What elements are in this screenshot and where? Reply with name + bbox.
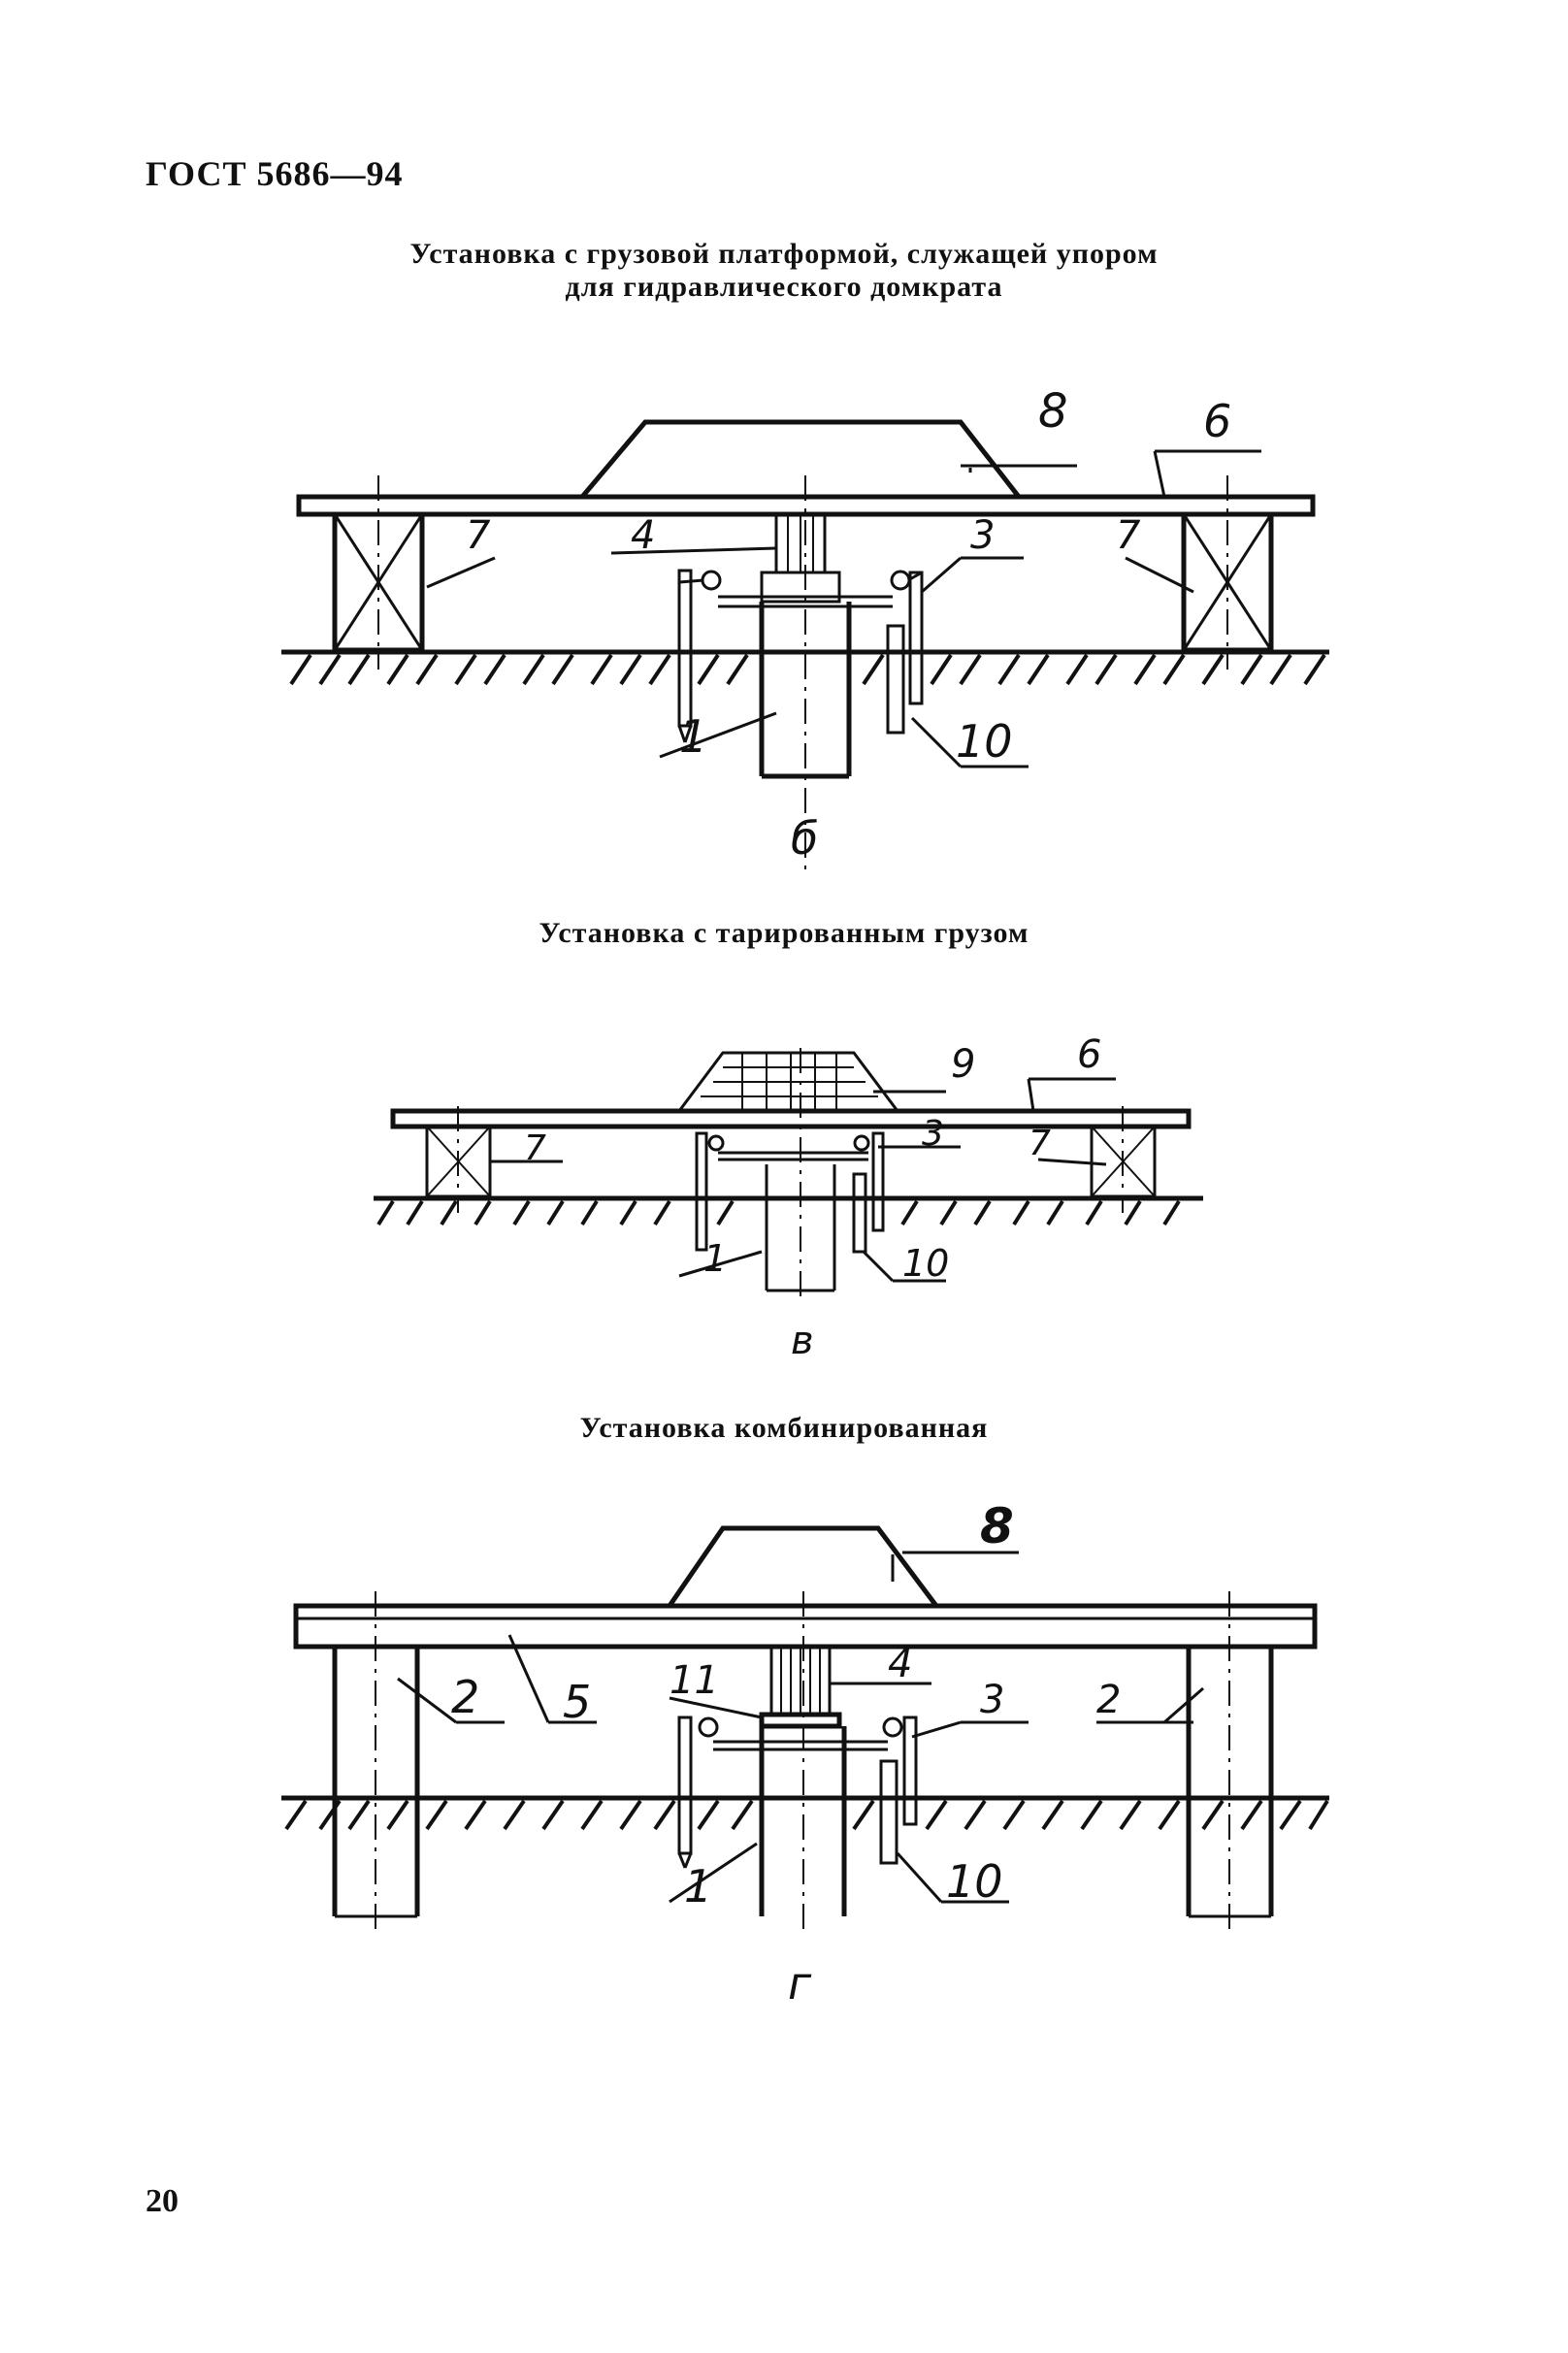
label-1: 1 bbox=[703, 1237, 727, 1280]
label-2-left: 2 bbox=[451, 1671, 479, 1723]
figure-g-diagram: 8 2 5 11 4 3 2 1 10 г bbox=[281, 1498, 1329, 2010]
load-platform-8 bbox=[667, 1525, 938, 1608]
ground-line-b bbox=[281, 649, 1329, 686]
gauge-assembly-3 bbox=[695, 1131, 885, 1252]
label-4: 4 bbox=[888, 1642, 912, 1686]
support-7-right bbox=[1181, 475, 1274, 670]
label-10: 10 bbox=[946, 1855, 1003, 1908]
label-2-right: 2 bbox=[1096, 1678, 1121, 1722]
label-4: 4 bbox=[631, 513, 655, 558]
leader-7-left bbox=[426, 556, 496, 589]
label-7-left: 7 bbox=[466, 513, 491, 558]
page-number: 20 bbox=[146, 2183, 179, 2219]
label-5: 5 bbox=[563, 1676, 591, 1728]
leader-10 bbox=[862, 1250, 895, 1283]
pile-1 bbox=[759, 1591, 847, 1931]
label-6: 6 bbox=[1203, 395, 1231, 447]
leader-2-left bbox=[397, 1677, 457, 1724]
pile-1 bbox=[759, 475, 852, 873]
document-header: ГОСТ 5686—94 bbox=[146, 154, 404, 193]
load-platform-8 bbox=[580, 419, 1021, 499]
reference-post-10 bbox=[879, 1759, 898, 1865]
calibrated-load-9 bbox=[676, 1051, 900, 1113]
leader-5 bbox=[507, 1634, 550, 1723]
leader-10 bbox=[896, 1851, 943, 1904]
label-3: 3 bbox=[922, 1114, 944, 1154]
reference-post-left bbox=[677, 569, 693, 743]
leader-11 bbox=[669, 1696, 763, 1719]
label-6: 6 bbox=[1077, 1032, 1101, 1077]
leader-7-right bbox=[1037, 1158, 1107, 1166]
pile-1 bbox=[765, 1048, 836, 1300]
ground-line-v bbox=[374, 1195, 1203, 1226]
label-8: 8 bbox=[980, 1498, 1014, 1554]
label-10: 10 bbox=[902, 1242, 949, 1285]
label-7-right: 7 bbox=[1116, 513, 1141, 558]
figure-b-diagram: 8 6 7 7 4 3 1 10 б bbox=[281, 384, 1329, 873]
label-10: 10 bbox=[956, 715, 1013, 768]
jack-4 bbox=[769, 1645, 832, 1716]
leader-7-right bbox=[1125, 556, 1194, 594]
reference-post-10 bbox=[886, 624, 905, 735]
figure-v-caption-line-1: Установка с тарированным грузом bbox=[539, 917, 1029, 949]
figure-v-caption: Установка с тарированным грузом bbox=[0, 917, 1568, 950]
figure-v-letter: в bbox=[791, 1319, 814, 1363]
label-9: 9 bbox=[951, 1042, 975, 1087]
leader-3 bbox=[911, 1720, 962, 1739]
label-8: 8 bbox=[1038, 384, 1068, 439]
reference-post-right bbox=[908, 571, 924, 705]
label-11: 11 bbox=[670, 1658, 719, 1703]
leader-1 bbox=[678, 1250, 763, 1278]
figure-b-letter: б bbox=[791, 812, 818, 865]
figure-b-caption: Установка с грузовой платформой, служаще… bbox=[0, 238, 1568, 304]
leader-3 bbox=[921, 556, 962, 594]
beam-6 bbox=[390, 1108, 1192, 1129]
figure-b-caption-line-1: Установка с грузовой платформой, служаще… bbox=[409, 238, 1159, 270]
label-7-right: 7 bbox=[1029, 1124, 1051, 1163]
leader-1 bbox=[659, 711, 777, 759]
plate-11 bbox=[759, 1712, 842, 1729]
label-3: 3 bbox=[970, 513, 995, 558]
gauge-assembly-3 bbox=[677, 1716, 918, 1869]
label-3: 3 bbox=[980, 1678, 1004, 1722]
leader-10 bbox=[910, 716, 963, 768]
gauge-assembly-3 bbox=[678, 570, 923, 608]
reference-post-10 bbox=[852, 1172, 867, 1254]
label-1: 1 bbox=[679, 710, 707, 763]
anchor-pile-2-left bbox=[332, 1591, 420, 1931]
leader-4 bbox=[610, 546, 777, 555]
ground-line-g bbox=[281, 1795, 1329, 1831]
jack-4 bbox=[760, 512, 841, 604]
support-7-left bbox=[332, 475, 425, 670]
label-7-left: 7 bbox=[524, 1128, 546, 1168]
beam-5 bbox=[293, 1603, 1318, 1650]
figure-g-letter: г bbox=[788, 1957, 812, 2010]
figure-g-caption-line-1: Установка комбинированная bbox=[579, 1412, 989, 1444]
figure-b-caption-line-2: для гидравлического домкрата bbox=[565, 271, 1003, 303]
anchor-pile-2-right bbox=[1186, 1591, 1274, 1931]
leader-1 bbox=[669, 1842, 758, 1904]
figure-v-diagram: 9 6 7 7 3 1 10 в bbox=[374, 1032, 1203, 1363]
figure-g-caption: Установка комбинированная bbox=[0, 1412, 1568, 1445]
label-1: 1 bbox=[684, 1860, 712, 1912]
